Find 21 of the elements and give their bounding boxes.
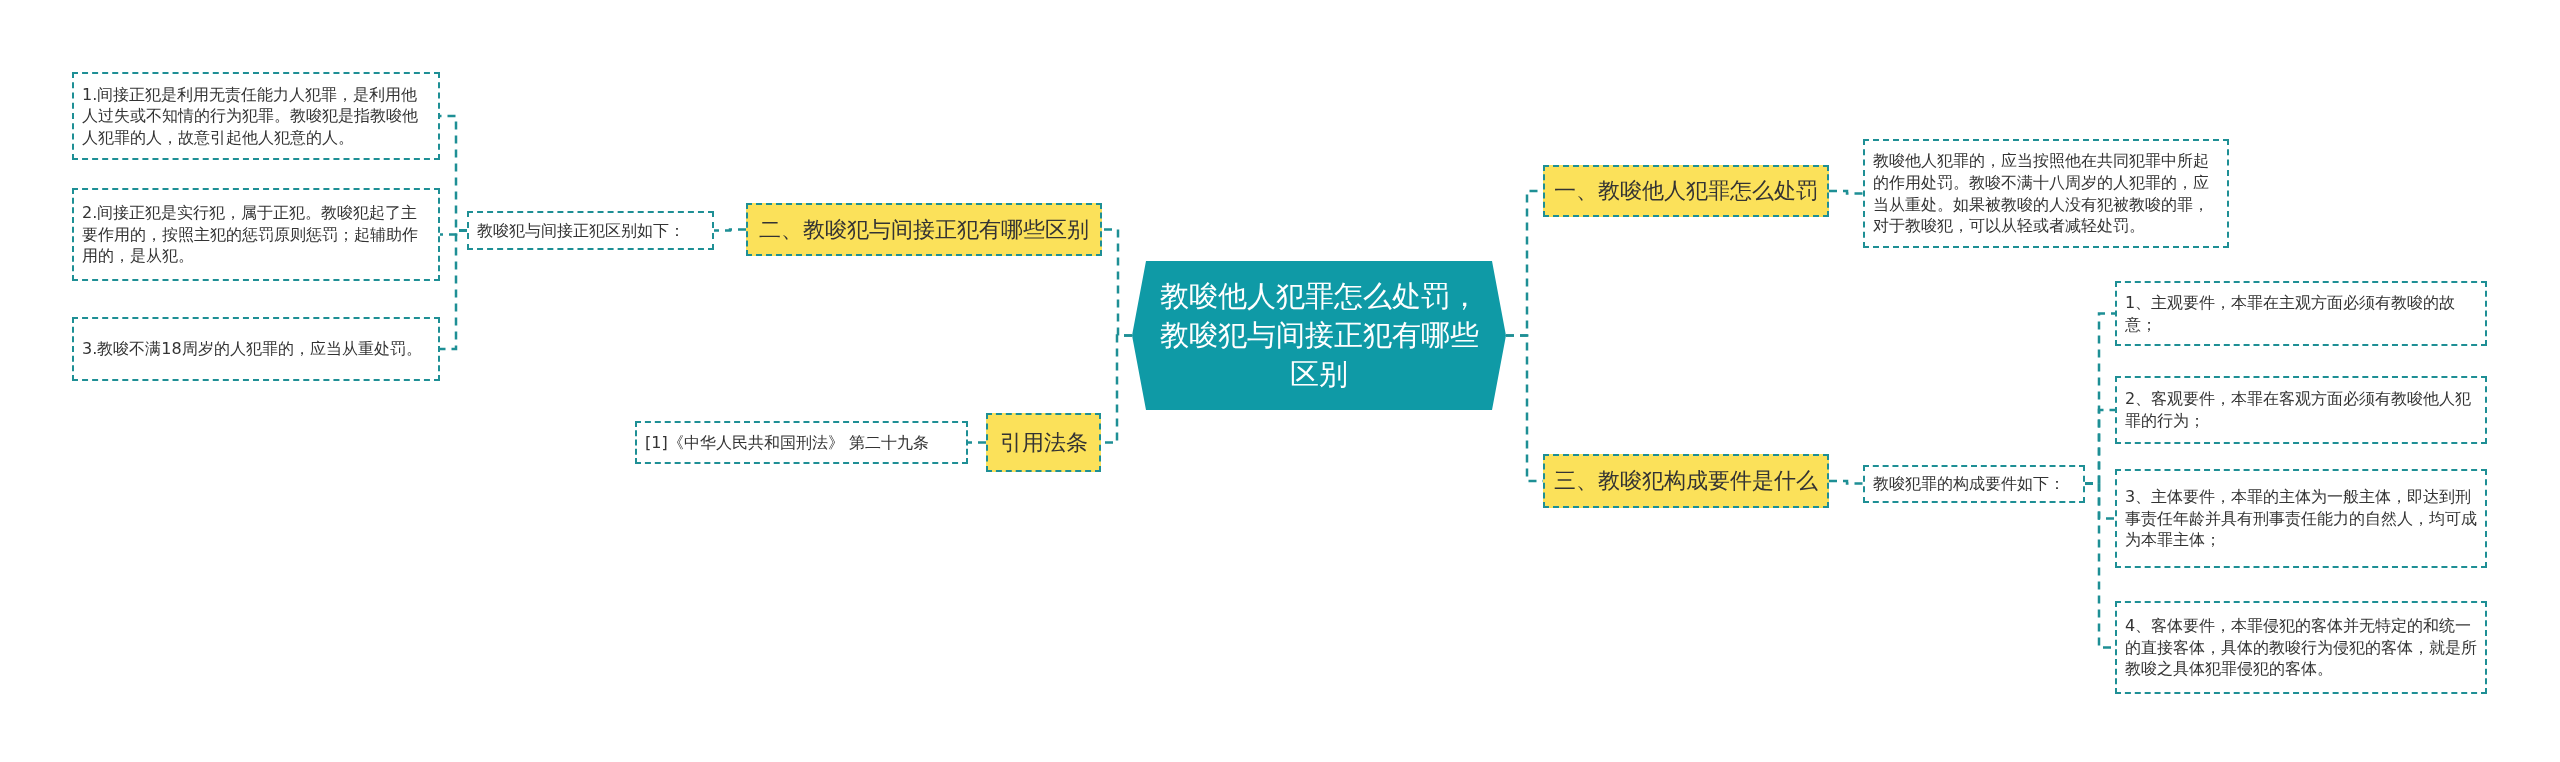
note-box: [1]《中华人民共和国刑法》 第二十九条: [635, 421, 968, 464]
branch-box: 一、教唆他人犯罪怎么处罚: [1543, 165, 1829, 217]
note-box: 2.间接正犯是实行犯，属于正犯。教唆犯起了主要作用的，按照主犯的惩罚原则惩罚；起辅助作用的，是从犯。: [72, 188, 440, 281]
connector-line: [968, 441, 986, 444]
connector-line: [1829, 189, 1863, 195]
note-box: 2、客观要件，本罪在客观方面必须有教唆他人犯罪的行为；: [2115, 376, 2487, 444]
note-box: 1、主观要件，本罪在主观方面必须有教唆的故意；: [2115, 281, 2487, 346]
connector-line: [1829, 479, 1863, 485]
connector-line: [440, 229, 467, 351]
note-box: 3、主体要件，本罪的主体为一般主体，即达到刑事责任年龄并具有刑事责任能力的自然人，均可成为本罪主体；: [2115, 469, 2487, 568]
note-box: 教唆他人犯罪的，应当按照他在共同犯罪中所起的作用处罚。教唆不满十八周岁的人犯罪的，应当从重处。如果被教唆的人没有犯被教唆的罪，对于教唆犯，可以从轻或者减轻处罚。: [1863, 139, 2229, 248]
branch-box: 二、教唆犯与间接正犯有哪些区别: [746, 203, 1102, 256]
topic-box: 教唆他人犯罪怎么处罚，教唆犯与间接正犯有哪些区别: [1132, 261, 1506, 410]
note-box: 4、客体要件，本罪侵犯的客体并无特定的和统一的直接客体，具体的教唆行为侵犯的客体，就是所教唆之具体犯罪侵犯的客体。: [2115, 601, 2487, 694]
note-box: 教唆犯罪的构成要件如下：: [1863, 465, 2085, 503]
connector-line: [714, 228, 746, 232]
branch-box: 引用法条: [986, 413, 1101, 472]
note-box: 教唆犯与间接正犯区别如下：: [467, 211, 714, 250]
note-box: 3.教唆不满18周岁的人犯罪的，应当从重处罚。: [72, 317, 440, 381]
note-box: 1.间接正犯是利用无责任能力人犯罪，是利用他人过失或不知情的行为犯罪。教唆犯是指教唆他人犯罪的人，故意引起他人犯意的人。: [72, 72, 440, 160]
branch-box: 三、教唆犯构成要件是什么: [1543, 454, 1829, 508]
